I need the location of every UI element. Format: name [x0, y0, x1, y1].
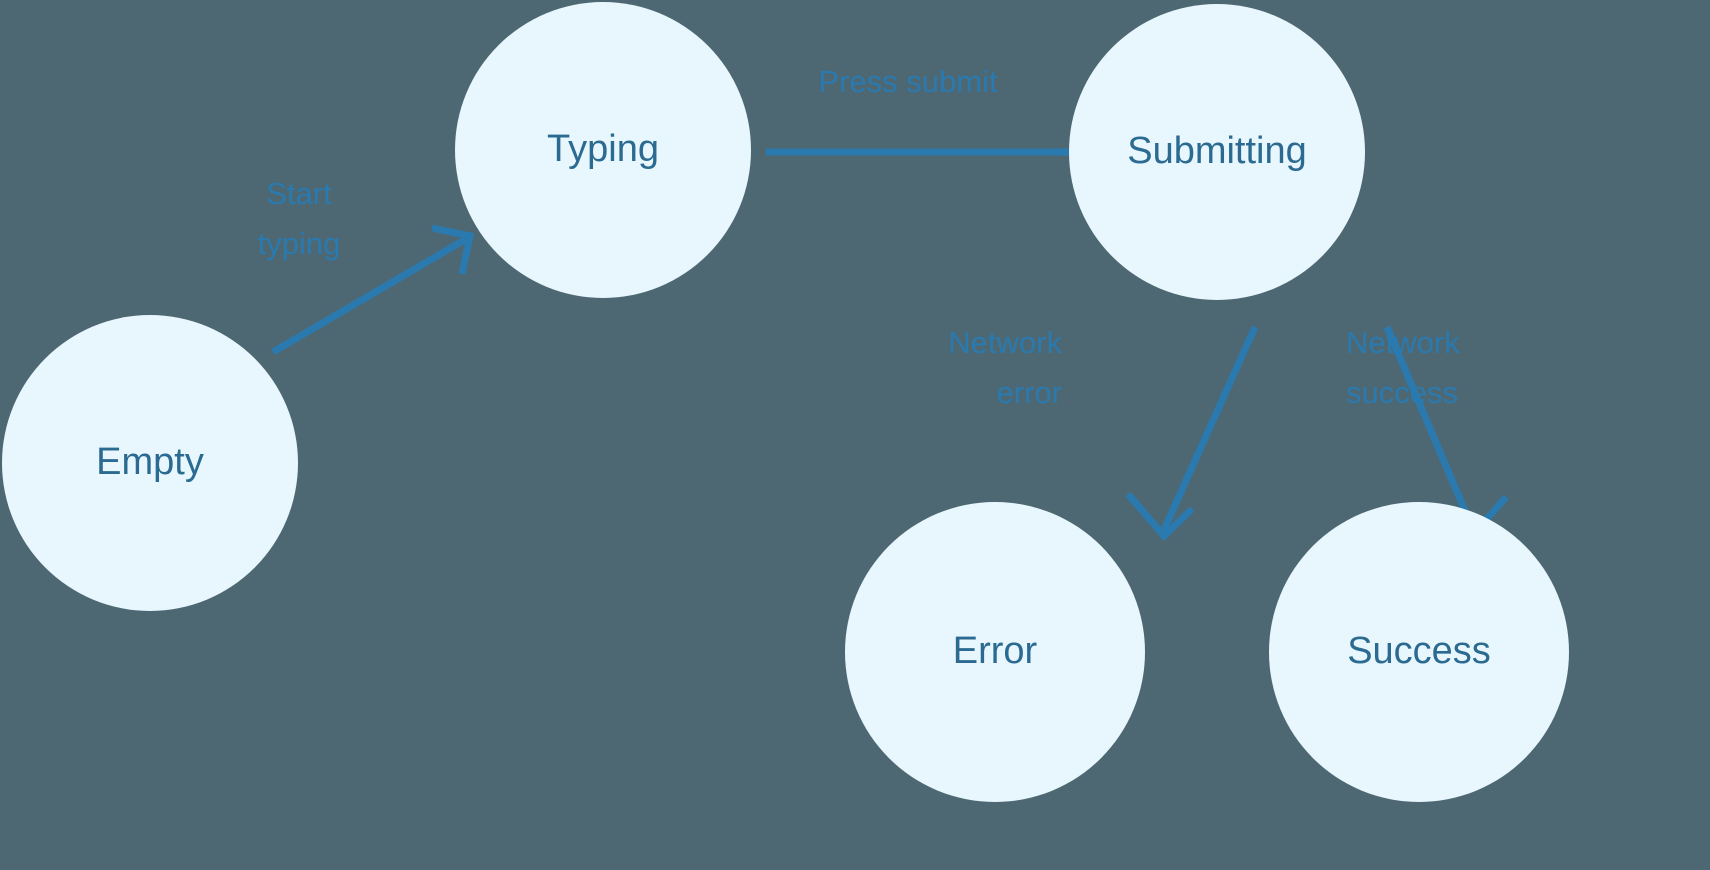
edges-layer [271, 117, 1509, 542]
node-circle-success[interactable] [1269, 502, 1569, 802]
edge-label-line: success [1346, 375, 1458, 410]
node-circle-submitting[interactable] [1069, 4, 1365, 300]
edge-label-empty-to-typing: Start typing [258, 176, 341, 261]
node-label-typing: Typing [547, 128, 659, 170]
edge-empty-to-typing [271, 224, 475, 356]
edge-line-submitting-to-success [1383, 325, 1478, 534]
edge-label-line: error [997, 375, 1062, 410]
node-label-success: Success [1347, 630, 1491, 672]
node-circle-empty[interactable] [2, 315, 298, 611]
edge-label-line: Network [1346, 325, 1460, 360]
node-empty[interactable]: Empty [2, 315, 298, 611]
node-typing[interactable]: Typing [455, 2, 751, 298]
node-success[interactable]: Success [1269, 502, 1569, 802]
edge-label-line: Start [266, 176, 332, 211]
edge-line-empty-to-typing [271, 235, 468, 356]
node-label-error: Error [953, 630, 1038, 672]
node-circle-typing[interactable] [455, 2, 751, 298]
node-submitting[interactable]: Submitting [1069, 4, 1365, 300]
node-circle-error[interactable] [845, 502, 1145, 802]
node-label-submitting: Submitting [1127, 130, 1307, 172]
edge-typing-to-submitting [766, 117, 1120, 187]
arrowhead-icon-empty-to-typing [431, 224, 475, 275]
edge-label-line: Network [948, 325, 1062, 360]
edge-submitting-to-error [1125, 325, 1259, 542]
edge-label-submitting-to-success: Network success [1346, 325, 1460, 410]
arrowhead-icon-submitting-to-error [1125, 491, 1195, 542]
edge-label-submitting-to-error: Network error [948, 325, 1062, 410]
node-error[interactable]: Error [845, 502, 1145, 802]
edge-line-submitting-to-error [1159, 325, 1259, 534]
edge-label-line: Press submit [818, 64, 998, 99]
edge-label-line: typing [258, 226, 341, 261]
node-label-empty: Empty [96, 441, 204, 483]
edge-label-typing-to-submitting: Press submit [818, 64, 998, 99]
